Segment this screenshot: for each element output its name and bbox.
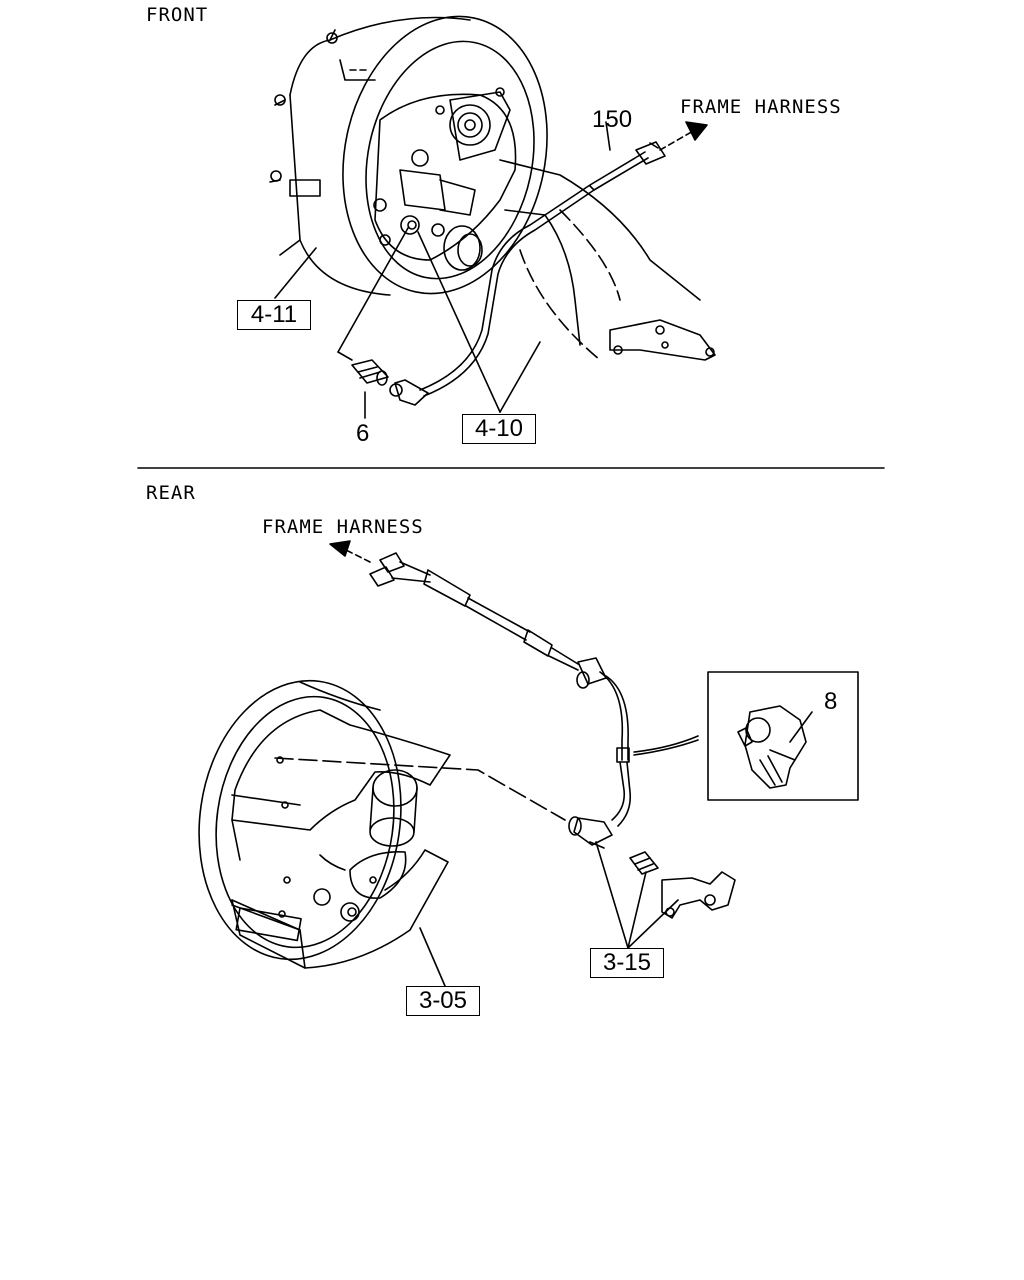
front-backing-plate [373,87,517,271]
front-frame-harness-label: FRAME HARNESS [680,96,842,118]
front-section-title: FRONT [146,4,209,26]
callout-6[interactable]: 6 [356,420,370,447]
rear-abs-sensor-cable [274,540,632,849]
callout-8[interactable]: 8 [824,688,838,715]
rear-leader-lines [419,711,813,987]
callout-4-10[interactable]: 4-10 [462,414,536,444]
clip-pointer [633,739,699,756]
front-abs-sensor-cable [389,121,708,406]
front-sensor-bushing [351,359,389,386]
rear-frame-harness-label: FRAME HARNESS [262,516,424,538]
rear-brake-drum [198,679,451,969]
rear-section-title: REAR [146,482,196,504]
callout-150[interactable]: 150 [592,106,633,133]
clip-detail [737,705,807,789]
callout-3-15[interactable]: 3-15 [590,948,664,978]
clip-detail-frame [707,671,859,801]
callout-4-11[interactable]: 4-11 [237,300,311,330]
front-leader-lines [274,121,611,419]
clip-pointer-2 [633,735,699,753]
front-brake-drum [269,15,548,296]
rear-sensor-bracket [661,871,736,919]
front-axle-beam [499,159,716,361]
rear-sensor-bushing [629,851,659,875]
callout-3-05[interactable]: 3-05 [406,986,480,1016]
